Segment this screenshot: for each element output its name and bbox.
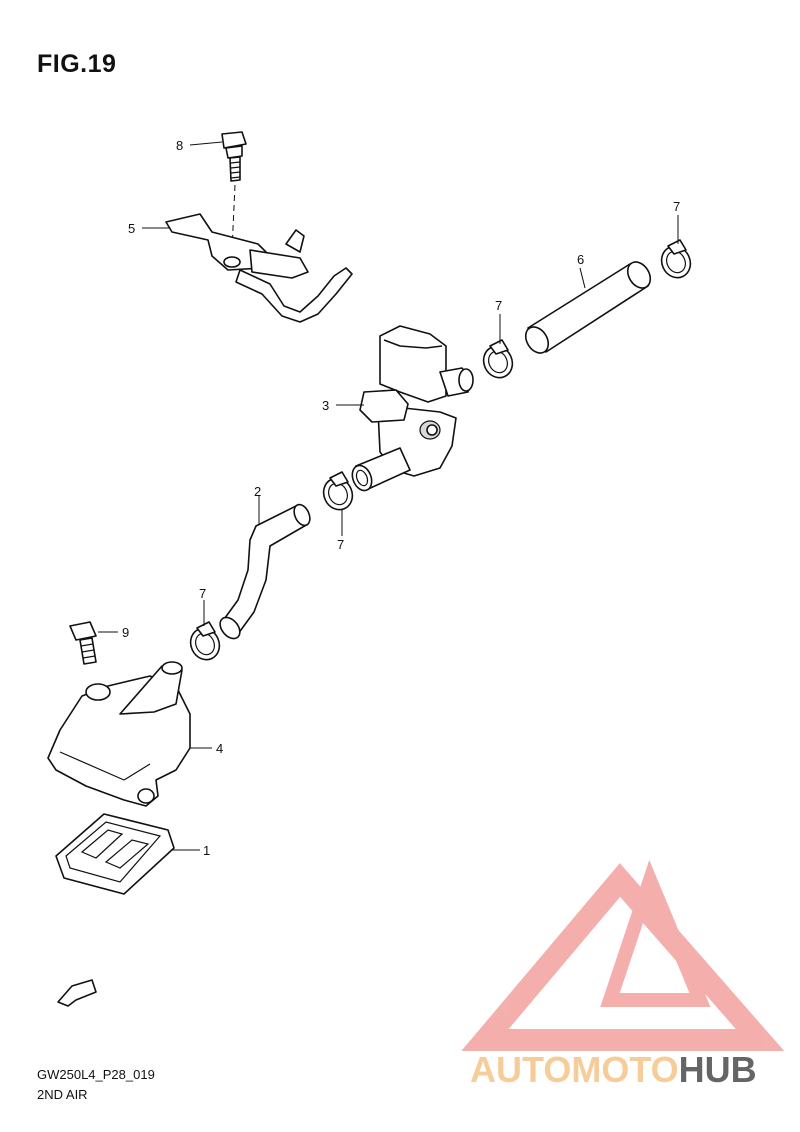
callout-6: 6: [577, 252, 584, 267]
callout-4: 4: [216, 741, 223, 756]
callout-7-a: 7: [673, 199, 680, 214]
part-2-bent-hose: [219, 503, 311, 640]
callout-7-b: 7: [495, 298, 502, 313]
figure-subtitle: 2ND AIR: [37, 1087, 88, 1102]
part-5-bracket: [165, 213, 353, 323]
part-6-hose: [524, 261, 652, 354]
part-1-reed-plate: [55, 813, 175, 895]
callout-7-d: 7: [199, 586, 206, 601]
fwd-direction-arrow: FWD: [57, 979, 97, 1007]
part-7-clamp-a: [660, 239, 692, 279]
callout-9: 9: [122, 625, 129, 640]
figure-code: GW250L4_P28_019: [37, 1067, 155, 1082]
callout-1: 1: [203, 843, 210, 858]
part-3-valve: [351, 325, 474, 492]
part-7-clamp-c: [322, 471, 354, 511]
callout-5: 5: [128, 221, 135, 236]
callout-7-c: 7: [337, 537, 344, 552]
part-7-clamp-d: [189, 621, 221, 661]
part-9-screw: [69, 621, 97, 665]
watermark-logo: AUTOMOTOHUB: [461, 860, 785, 1090]
figure-title: FIG.19: [37, 50, 117, 78]
watermark-text-main: AUTOMOTOHUB: [470, 1049, 757, 1090]
part-7-clamp-b: [482, 339, 514, 379]
callout-8: 8: [176, 138, 183, 153]
callout-2: 2: [254, 484, 261, 499]
part-4-cover: [47, 661, 191, 807]
part-8-bolt: [221, 131, 247, 251]
callout-3: 3: [322, 398, 329, 413]
